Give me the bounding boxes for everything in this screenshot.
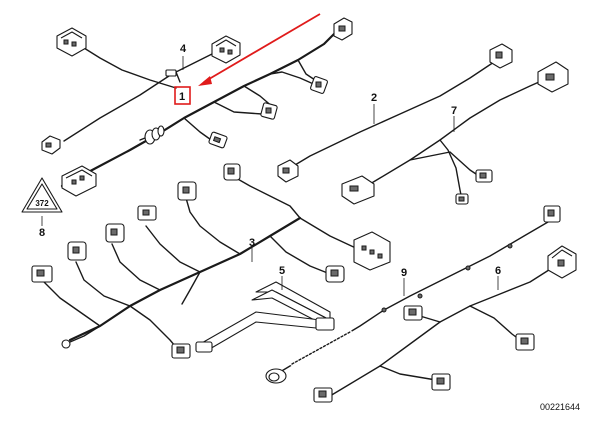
harness-part-4 <box>41 27 241 155</box>
connector-7b <box>341 175 375 205</box>
connector-6c <box>515 333 535 351</box>
connector-6b <box>403 305 423 321</box>
connector-3a <box>223 163 241 181</box>
highlight-arrow <box>203 13 321 83</box>
grommet <box>144 125 165 145</box>
connector-6e <box>313 387 333 403</box>
connector-3b <box>177 181 197 201</box>
highlight-arrowhead <box>198 76 212 86</box>
callout-5: 5 <box>279 265 285 277</box>
connector-6d <box>431 373 451 391</box>
corrugated-sleeve <box>290 330 352 366</box>
connector-1e <box>61 165 97 197</box>
symbol-label: 372 <box>35 199 49 208</box>
connector-7d <box>455 193 469 205</box>
connector-4c <box>41 135 61 155</box>
connector-3f <box>31 265 53 283</box>
harness-part-7 <box>341 61 569 205</box>
connector-3c <box>137 205 157 221</box>
connector-2a <box>489 43 513 69</box>
harness-part-6 <box>313 245 577 403</box>
harness-part-9 <box>265 205 561 384</box>
connector-3e <box>67 241 87 261</box>
harness-part-1 <box>60 13 353 197</box>
connector-4a <box>56 27 87 57</box>
connector-9b <box>265 368 287 384</box>
connector-2b <box>277 159 299 183</box>
callout-4: 4 <box>180 43 187 55</box>
connector-1d <box>333 17 353 41</box>
connector-3i <box>171 343 191 359</box>
callout-1: 1 <box>179 91 185 103</box>
symbol-part-8: 372 <box>21 177 63 213</box>
callout-3: 3 <box>249 237 255 249</box>
connector-4b <box>211 35 241 64</box>
connector-3d <box>105 223 125 243</box>
connector-1a <box>208 131 228 149</box>
connector-7c <box>475 169 493 183</box>
callout-2: 2 <box>371 92 377 104</box>
ribbon-part-5 <box>195 276 335 353</box>
callout-box-1 <box>174 86 191 105</box>
connector-3h <box>325 265 345 283</box>
harness-part-3 <box>31 163 391 359</box>
connector-7a <box>537 61 569 93</box>
connector-6a <box>547 245 577 279</box>
ring-terminal <box>61 339 71 349</box>
connector-1c <box>310 76 328 94</box>
callout-labels: 1 2 3 4 5 6 7 8 9 <box>39 43 501 279</box>
callout-7: 7 <box>451 105 457 117</box>
callout-8: 8 <box>39 227 45 239</box>
callout-6: 6 <box>495 265 501 277</box>
connector-3g <box>353 231 391 271</box>
connector-9a <box>543 205 561 223</box>
harness-part-2 <box>277 43 513 183</box>
connector-1b <box>260 102 278 120</box>
callout-9: 9 <box>401 267 407 279</box>
reference-number: 00221644 <box>540 402 580 412</box>
